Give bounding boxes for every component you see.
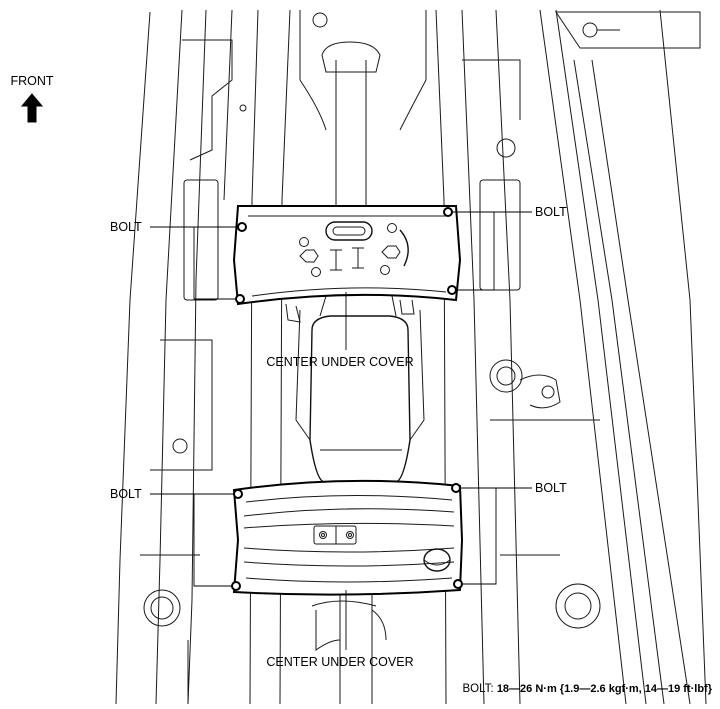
torque-prefix: BOLT:: [463, 683, 497, 695]
torque-value: 18—26 N·m {1.9—2.6 kgf·m, 14—19 ft·lbf}: [497, 683, 713, 695]
bolt-label-lower-left: BOLT: [110, 487, 142, 501]
front-indicator: FRONT: [10, 74, 54, 123]
front-label: FRONT: [10, 74, 53, 88]
callout-labels: BOLT BOLT CENTER UNDER COVER BOLT BOLT C…: [110, 205, 713, 695]
torque-spec: BOLT: 18—26 N·m {1.9—2.6 kgf·m, 14—19 ft…: [463, 683, 713, 695]
cover-label-upper: CENTER UNDER COVER: [266, 355, 413, 369]
leader-lines: [150, 211, 532, 650]
exhaust-catalytic-converter: [295, 295, 425, 704]
center-under-cover-lower: [231, 479, 464, 596]
front-arrow-icon: [20, 93, 44, 123]
center-under-cover-upper: [232, 205, 462, 323]
bolt-label-upper-right: BOLT: [535, 205, 567, 219]
bolt-label-upper-left: BOLT: [110, 220, 142, 234]
bolt-label-lower-right: BOLT: [535, 481, 567, 495]
cover-label-lower: CENTER UNDER COVER: [266, 655, 413, 669]
